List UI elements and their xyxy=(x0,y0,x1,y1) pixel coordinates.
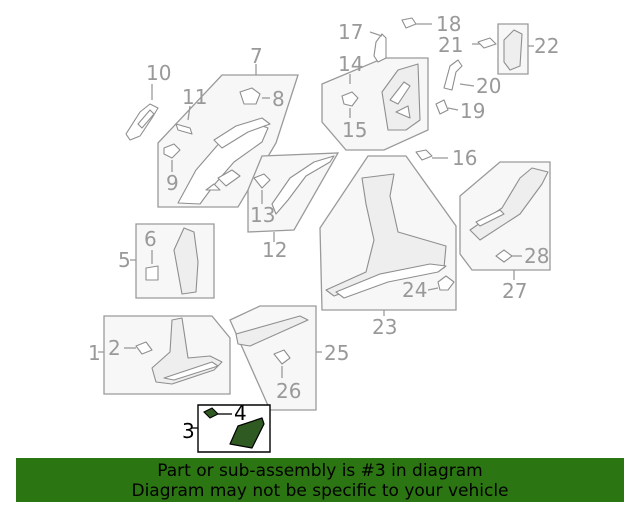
callout-14[interactable]: 14 xyxy=(338,52,363,76)
part-info-banner: Part or sub-assembly is #3 in diagram Di… xyxy=(16,458,624,502)
clip-8[interactable] xyxy=(239,87,270,105)
clip-19[interactable] xyxy=(435,99,459,115)
clip-15[interactable] xyxy=(341,91,359,118)
callout-21[interactable]: 21 xyxy=(438,33,463,57)
screw-21[interactable] xyxy=(472,37,497,49)
clip-28[interactable] xyxy=(495,249,522,263)
bracket-10[interactable] xyxy=(125,84,159,141)
callout-3[interactable]: 3 xyxy=(182,419,195,443)
banner-line-1: Part or sub-assembly is #3 in diagram xyxy=(157,461,483,481)
assembly-7-group[interactable] xyxy=(157,64,299,208)
callout-15[interactable]: 15 xyxy=(342,118,367,142)
bolt-11[interactable] xyxy=(175,105,193,135)
callout-2[interactable]: 2 xyxy=(108,336,121,360)
assembly-1-group[interactable] xyxy=(98,315,231,395)
screw-16[interactable] xyxy=(415,149,448,161)
assembly-14-group[interactable] xyxy=(321,57,429,151)
callout-24[interactable]: 24 xyxy=(402,278,427,302)
assembly-12-group[interactable] xyxy=(247,152,340,242)
banner-line-2: Diagram may not be specific to your vehi… xyxy=(131,481,509,501)
callout-25[interactable]: 25 xyxy=(324,341,349,365)
callout-18[interactable]: 18 xyxy=(436,12,461,36)
callout-4[interactable]: 4 xyxy=(234,401,247,425)
clip-13[interactable] xyxy=(253,173,271,204)
callout-27[interactable]: 27 xyxy=(502,279,527,303)
callout-19[interactable]: 19 xyxy=(460,99,485,123)
callout-10[interactable]: 10 xyxy=(146,61,171,85)
clip-26[interactable] xyxy=(273,349,291,378)
callout-26[interactable]: 26 xyxy=(276,379,301,403)
callout-11[interactable]: 11 xyxy=(182,85,207,109)
clip-4[interactable] xyxy=(203,407,232,419)
callout-17[interactable]: 17 xyxy=(338,20,363,44)
callout-28[interactable]: 28 xyxy=(524,244,549,268)
callout-9[interactable]: 9 xyxy=(166,171,179,195)
bracket-17[interactable] xyxy=(369,31,387,63)
callout-16[interactable]: 16 xyxy=(452,146,477,170)
clip-24[interactable] xyxy=(427,275,455,291)
assembly-22-group[interactable] xyxy=(497,23,534,75)
callout-20[interactable]: 20 xyxy=(476,74,501,98)
callout-1[interactable]: 1 xyxy=(88,341,101,365)
callout-7[interactable]: 7 xyxy=(250,44,263,68)
callout-6[interactable]: 6 xyxy=(144,227,157,251)
assembly-25-group[interactable] xyxy=(229,305,322,411)
clip-9[interactable] xyxy=(163,143,181,172)
callout-23[interactable]: 23 xyxy=(372,315,397,339)
assembly-23-group[interactable] xyxy=(319,155,457,316)
callout-22[interactable]: 22 xyxy=(534,34,559,58)
assembly-27-group[interactable] xyxy=(459,161,551,280)
callout-5[interactable]: 5 xyxy=(118,248,131,272)
callout-8[interactable]: 8 xyxy=(272,87,285,111)
highlighted-part-3-group[interactable] xyxy=(192,404,271,453)
callout-12[interactable]: 12 xyxy=(262,238,287,262)
assembly-5-group[interactable] xyxy=(130,223,215,299)
screw-18[interactable] xyxy=(401,17,432,29)
bracket-20[interactable] xyxy=(443,59,475,91)
callout-13[interactable]: 13 xyxy=(250,203,275,227)
clip-2[interactable] xyxy=(124,341,153,355)
